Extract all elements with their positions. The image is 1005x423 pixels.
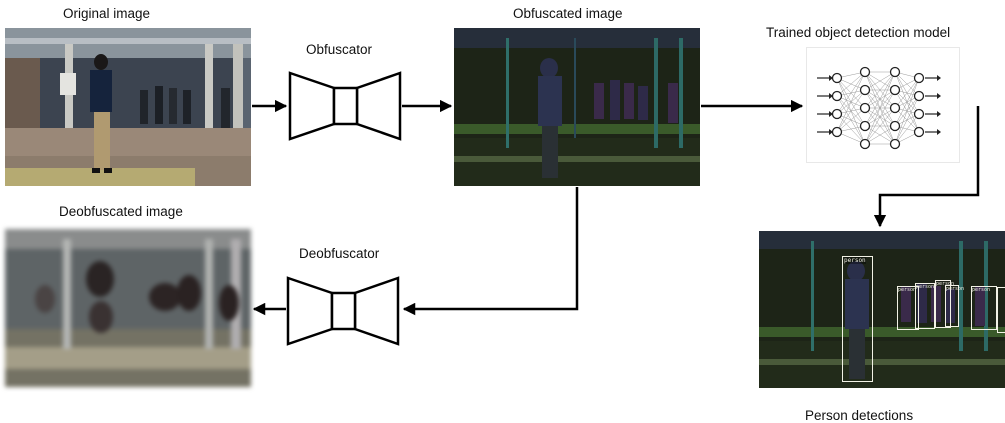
original-image-label: Original image	[63, 6, 151, 21]
deobfuscated-image	[5, 229, 251, 387]
person-detections-label: Person detections	[805, 408, 914, 423]
obfuscated-image	[454, 28, 700, 186]
detection-tag: person	[946, 286, 965, 292]
trained-model-label: Trained object detection model	[766, 25, 951, 40]
neural-network-image	[806, 47, 960, 163]
original-image	[5, 28, 251, 186]
detection-box: person	[897, 286, 919, 330]
detection-tag: person	[936, 281, 955, 287]
person-detections-image: person person person person person perso…	[759, 231, 1005, 388]
obfuscated-image-label: Obfuscated image	[513, 6, 623, 21]
detection-tag: person	[972, 287, 991, 293]
detection-box: person	[842, 256, 873, 382]
detection-box	[997, 287, 1005, 333]
detection-box: person	[945, 285, 964, 327]
deobfuscator-label: Deobfuscator	[299, 246, 380, 261]
detection-tag: person	[844, 257, 866, 264]
detection-box: person	[935, 280, 955, 328]
detection-tag: person	[916, 284, 935, 290]
deobfuscated-image-label: Deobfuscated image	[59, 204, 183, 219]
detection-box: person	[915, 283, 935, 329]
obfuscator-label: Obfuscator	[306, 42, 373, 57]
deobfuscator-icon	[286, 276, 400, 346]
detection-tag: person	[898, 287, 917, 293]
obfuscator-icon	[288, 71, 402, 141]
arrow-obfuscated-to-deobfuscator	[402, 187, 579, 316]
detection-box: person	[971, 286, 997, 330]
